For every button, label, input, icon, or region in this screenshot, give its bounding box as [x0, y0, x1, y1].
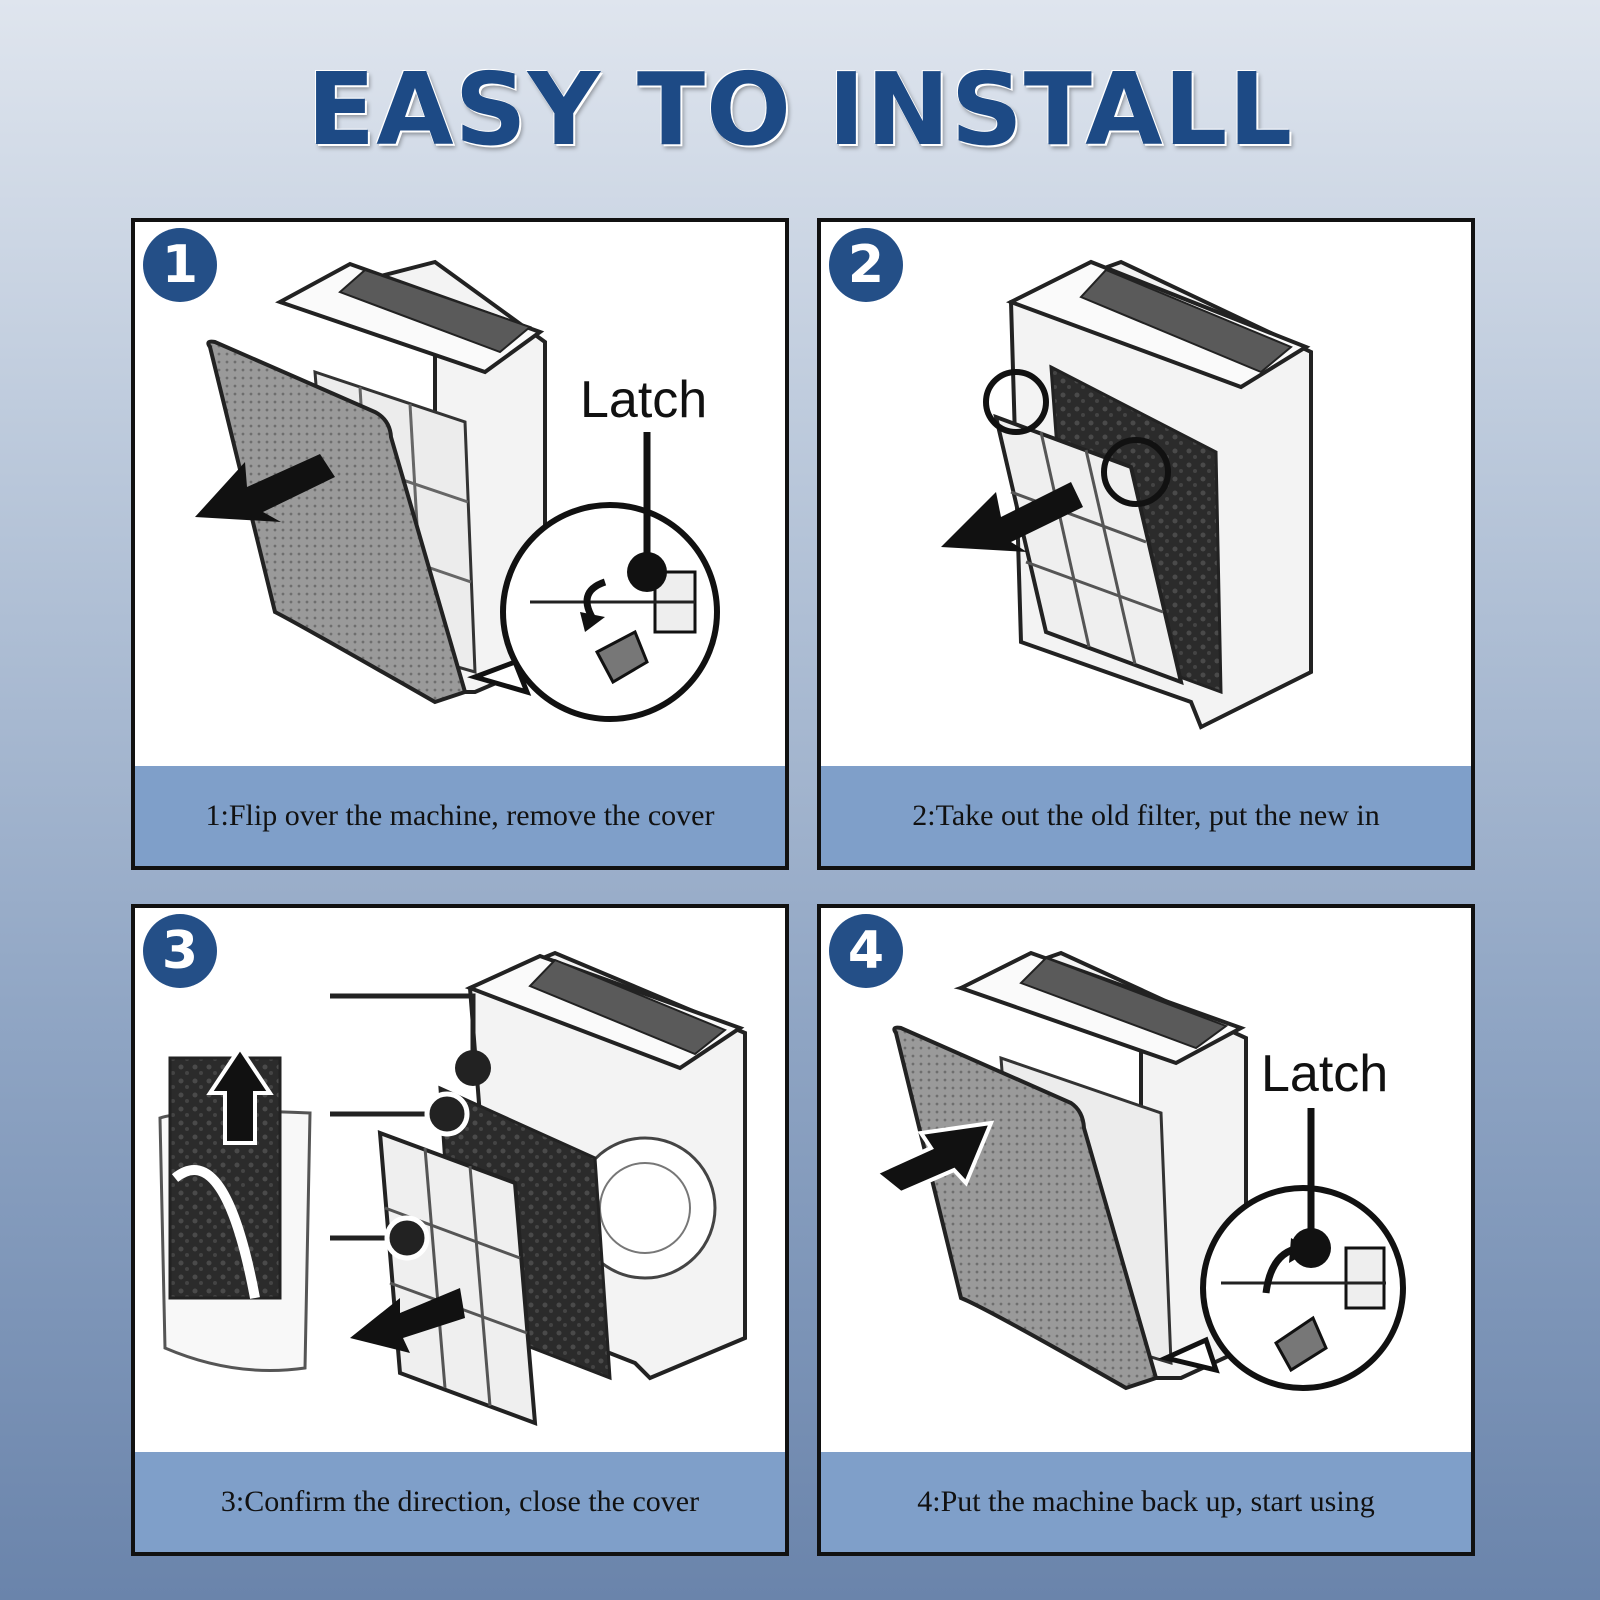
latch-label: Latch — [1261, 1045, 1388, 1103]
step-2-caption: 2:Take out the old filter, put the new i… — [821, 766, 1471, 866]
clip-highlight-right — [1101, 437, 1171, 507]
step-1-caption: 1:Flip over the machine, remove the cove… — [135, 766, 785, 866]
step-2-illustration — [941, 259, 1313, 730]
front-cover — [206, 339, 468, 705]
top-grille — [528, 958, 727, 1056]
step-2-badge: 2 — [829, 228, 903, 302]
insert-arrow — [350, 1288, 465, 1353]
page-title: EASY TO INSTALL — [306, 51, 1294, 168]
latch-callout — [500, 502, 720, 722]
step-1-badge: 1 — [143, 228, 217, 302]
step-4-illustration: Latch — [872, 950, 1406, 1391]
remove-arrow — [195, 454, 335, 522]
step-1-panel: 1 — [131, 218, 789, 870]
step-3-illustration — [158, 950, 747, 1426]
remove-arrow — [941, 482, 1083, 552]
latch-label: Latch — [580, 371, 707, 429]
step-4-panel: 4 Latch 4:Put the machine back up, start… — [817, 904, 1475, 1556]
latch-callout — [1200, 1185, 1406, 1391]
step-2-panel: 2 2:Take out the old filter, put the new… — [817, 218, 1475, 870]
front-cover — [892, 1025, 1159, 1391]
latch-lever — [594, 629, 649, 685]
step-4-badge: 4 — [829, 914, 903, 988]
step-3-caption: 3:Confirm the direction, close the cover — [135, 1452, 785, 1552]
insert-arrow — [872, 1120, 995, 1196]
top-grille — [1079, 268, 1293, 374]
pull-up-arrow — [206, 1044, 274, 1145]
step-4-caption: 4:Put the machine back up, start using — [821, 1452, 1471, 1552]
step-1-illustration: Latch — [195, 259, 720, 722]
latch-lever — [1274, 1315, 1328, 1373]
top-grille — [1019, 956, 1229, 1050]
top-grille — [338, 268, 533, 354]
step-3-panel: 3 3:Confirm the direction, close the cov… — [131, 904, 789, 1556]
clip-highlight-left — [983, 369, 1049, 435]
step-3-badge: 3 — [143, 914, 217, 988]
